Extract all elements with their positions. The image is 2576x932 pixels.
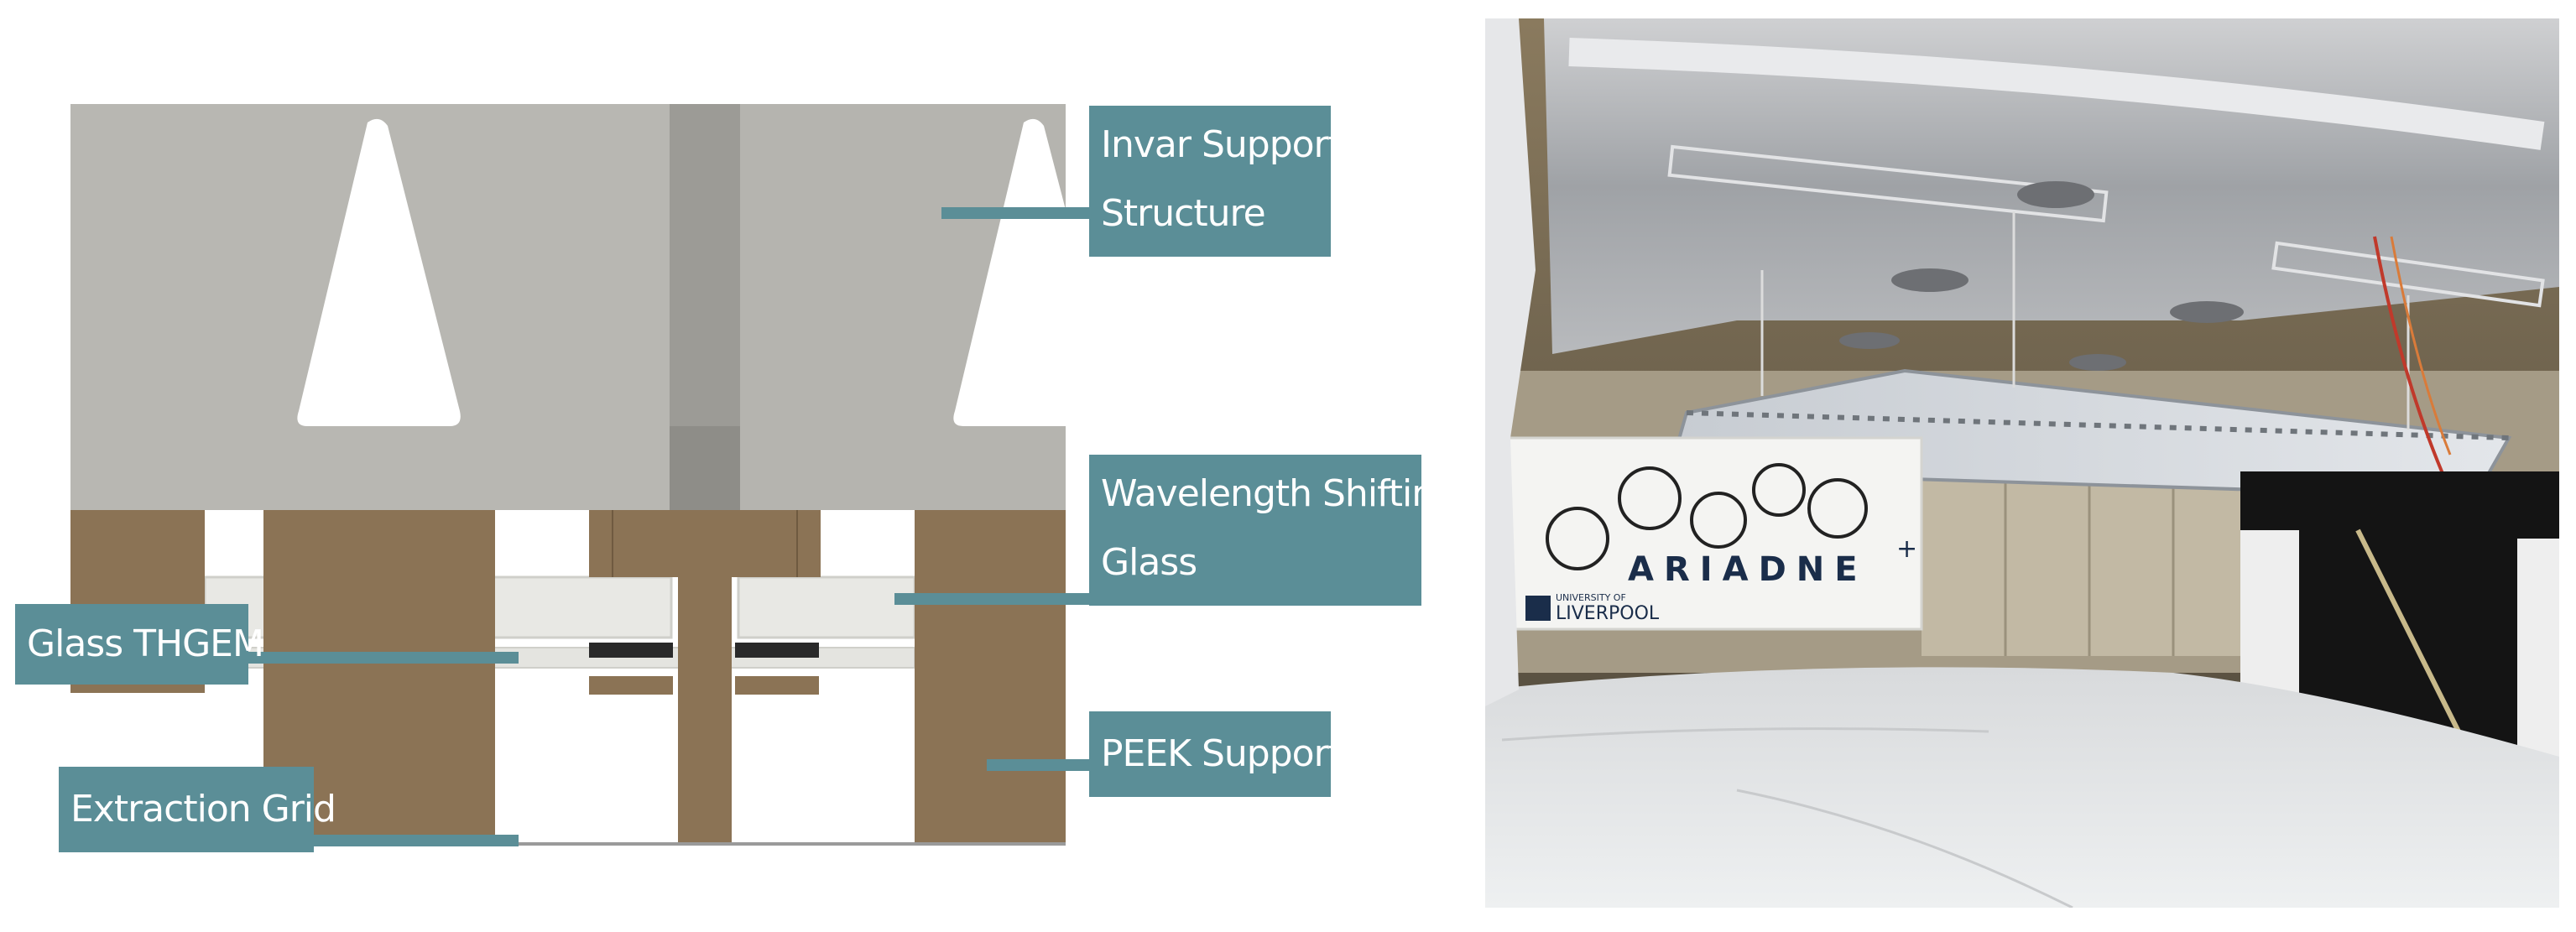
broom-handle [2355,528,2461,733]
thgem-electrode-right [735,643,819,658]
triangle-cutout-left [297,118,461,427]
wavelength-label-line-1: Wavelength Shifting [1101,472,1457,515]
callout-invar-support: Invar Support Structure [1089,106,1343,257]
peek-center-flange-right [735,676,819,695]
invar-center-column [670,104,740,428]
tank-pipe [1568,38,2545,150]
floor-crease-1 [1736,789,2073,908]
port-3 [2170,301,2244,323]
banner-circle-4 [1752,463,1806,517]
port-1 [2017,181,2094,208]
banner-superscript: + [1896,534,1917,564]
invar-label-line-2: Structure [1101,192,1266,235]
callout-wavelength-shifting: Wavelength Shifting Glass [1089,455,1457,606]
invar-center-column-lower [670,426,740,510]
peek-center-flange-left [589,676,673,695]
banner-title: ARIADNE [1628,550,1868,589]
floor-crease-2 [1501,727,1989,742]
thgem-electrode-left [589,643,673,658]
protective-floor-sheet [1485,667,2559,908]
callout-extraction-grid: Extraction Grid [59,767,336,852]
port-2 [1891,268,1969,292]
cables-orange [2390,236,2452,456]
invar-label-line-1: Invar Support [1101,123,1343,166]
banner-institution-line-1: UNIVERSITY OF [1556,592,1626,603]
callout-peek-supports: PEEK Supports [1089,711,1361,797]
cable-tray-left [1667,144,2109,223]
peek-support-center-t [589,510,821,846]
wavelength-shifting-glass-right [737,575,916,639]
peek-support-right [915,510,1066,846]
cable-tray-right [2271,241,2545,308]
banner-circle-3 [1690,492,1747,549]
banner-circle-5 [1807,478,1868,539]
triangle-cutout-right [953,118,1066,427]
detector-plane-edge [1686,410,2510,440]
banner-circle-2 [1618,466,1682,530]
detector-photo: ARIADNE + UNIVERSITY OF LIVERPOOL [1485,18,2559,908]
cad-cross-section-diagram [70,104,1089,846]
banner-circle-1 [1546,507,1609,570]
left-plastic-drape [1485,18,1536,706]
wavelength-label-line-2: Glass [1101,541,1197,584]
port-4 [1839,332,1900,349]
port-5 [2069,354,2126,371]
callout-glass-thgem: Glass THGEM [15,604,264,685]
banner-institution-line-2: LIVERPOOL [1556,603,1660,624]
university-crest [1525,596,1551,621]
